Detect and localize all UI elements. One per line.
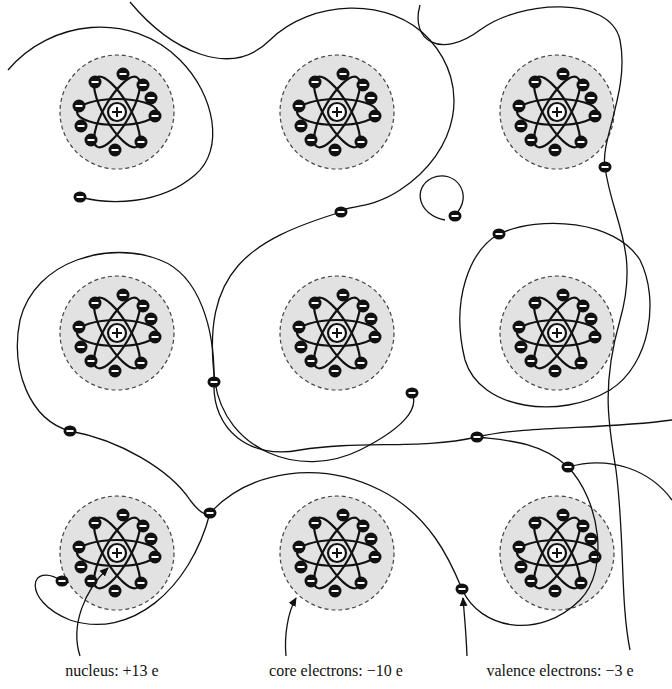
valence-electron [56,576,69,587]
valence-electron [406,388,419,399]
atom [60,496,174,610]
valence-electron [208,377,221,388]
valence-electron [64,426,77,437]
valence-electron [335,207,348,218]
leader-arrow [463,598,467,656]
electron-path [35,431,210,624]
callout-label: core electrons: −10 e [267,662,405,680]
atom [280,496,394,610]
callout-label: nucleus: +13 e [63,662,160,680]
valence-electron [471,432,484,443]
leader-arrow [77,568,108,656]
electron-path [300,420,672,450]
electron-path [460,223,650,407]
valence-electron [562,462,575,473]
atom [280,55,394,169]
valence-electron [204,508,217,519]
atom [60,276,174,390]
callout-label: valence electrons: −3 e [484,662,635,680]
atom-cores [60,55,614,610]
atom [500,496,614,610]
valence-electrons [56,162,612,595]
electron-path [210,437,598,625]
leader-arrow [285,598,296,656]
electron-path [568,463,672,500]
atom [60,55,174,169]
leader-arrows [77,568,467,656]
valence-electron [449,211,462,222]
valence-electron [599,162,612,173]
valence-electron [74,192,87,203]
atom [500,55,614,169]
electron-path [8,27,213,201]
electron-path [130,2,454,462]
atom [280,276,394,390]
valence-electron [493,229,506,240]
electron-path [17,253,300,452]
atom [500,276,614,390]
valence-electron [456,584,469,595]
electron-paths [8,2,672,650]
